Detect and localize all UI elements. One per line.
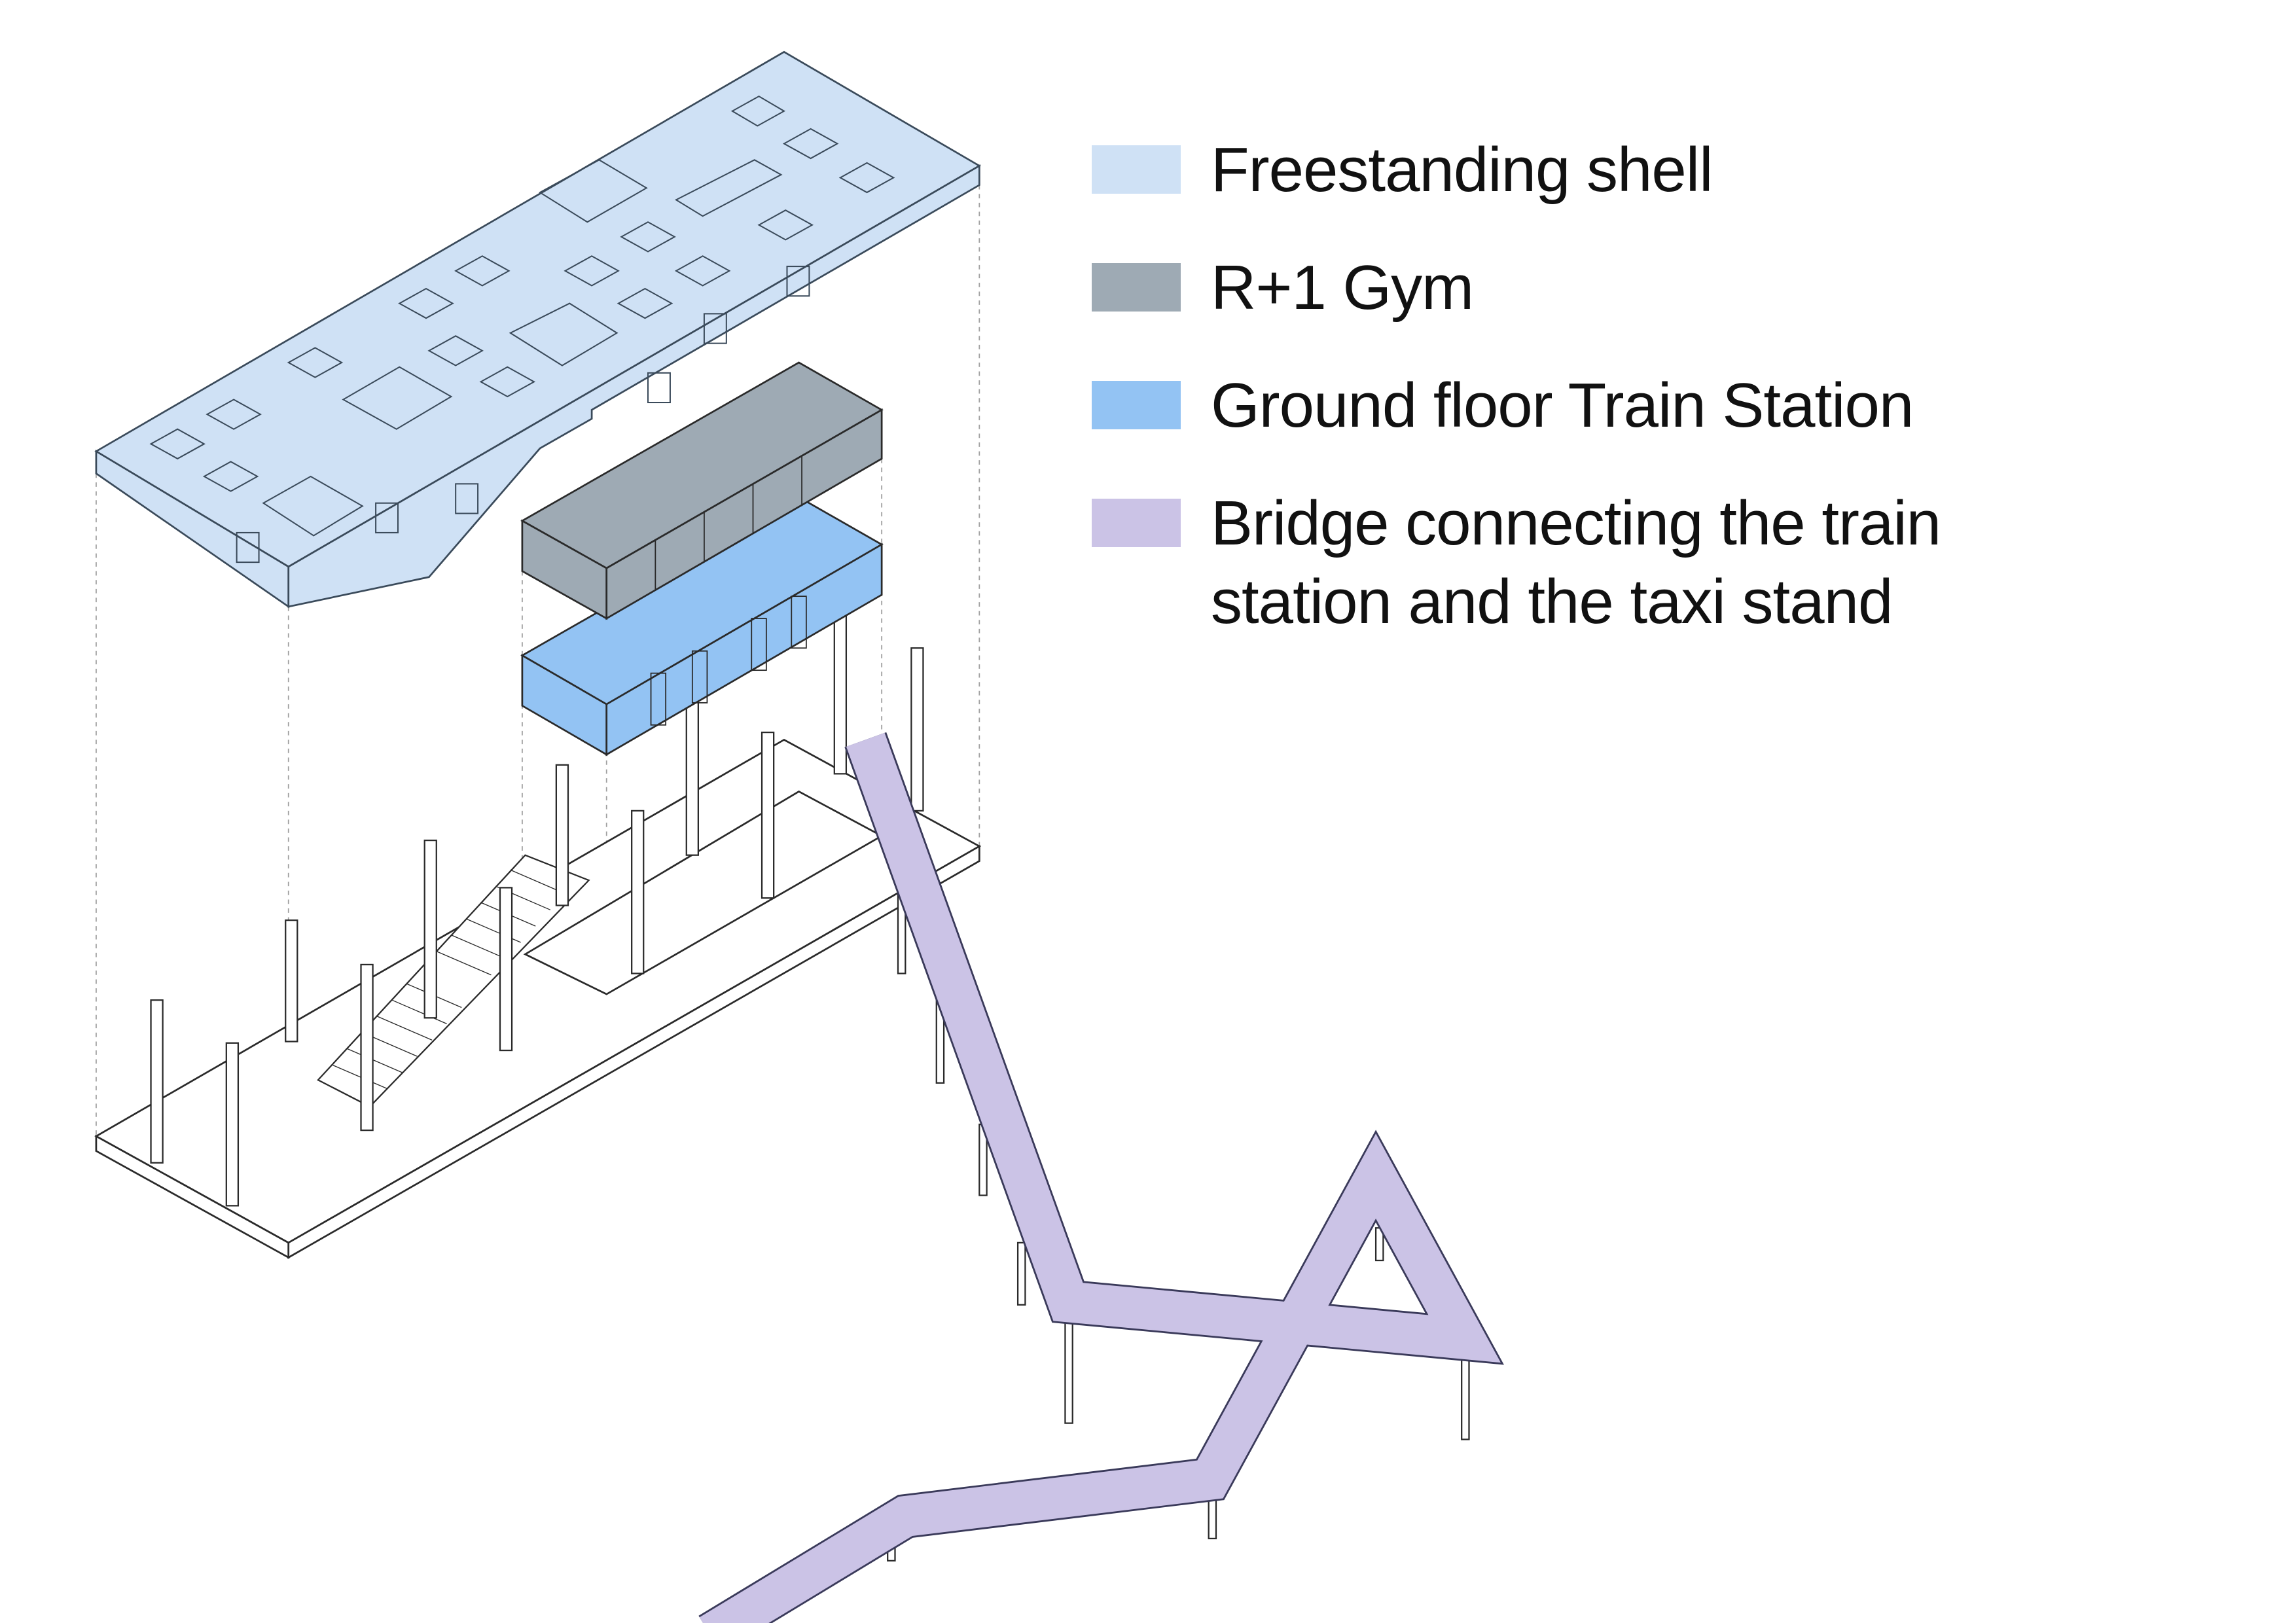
freestanding-shell [94,50,982,609]
legend-item-gym: R+1 Gym [1092,249,1941,327]
legend-swatch-train-station [1092,381,1181,429]
legend-label: Bridge connecting the train station and … [1211,484,1941,641]
legend-label: R+1 Gym [1211,253,1474,323]
legend-label: Freestanding shell [1211,135,1713,205]
legend-swatch-gym [1092,263,1181,312]
legend-label-line: Bridge connecting the train [1211,488,1941,558]
bridge [698,732,1504,1623]
ground-slab [94,738,982,1259]
gym-volume [520,361,884,620]
legend: Freestanding shell R+1 Gym Ground floor … [1092,131,1941,681]
legend-item-shell: Freestanding shell [1092,131,1941,209]
legend-item-train-station: Ground floor Train Station [1092,366,1941,445]
legend-label: Ground floor Train Station [1211,370,1914,440]
bridge-deck [699,732,1501,1623]
columns [150,613,924,1207]
legend-swatch-shell [1092,145,1181,194]
train-station-volume [520,496,884,757]
legend-item-bridge: Bridge connecting the train station and … [1092,484,1941,641]
legend-label-line: station and the taxi stand [1211,567,1893,637]
legend-swatch-bridge [1092,499,1181,547]
